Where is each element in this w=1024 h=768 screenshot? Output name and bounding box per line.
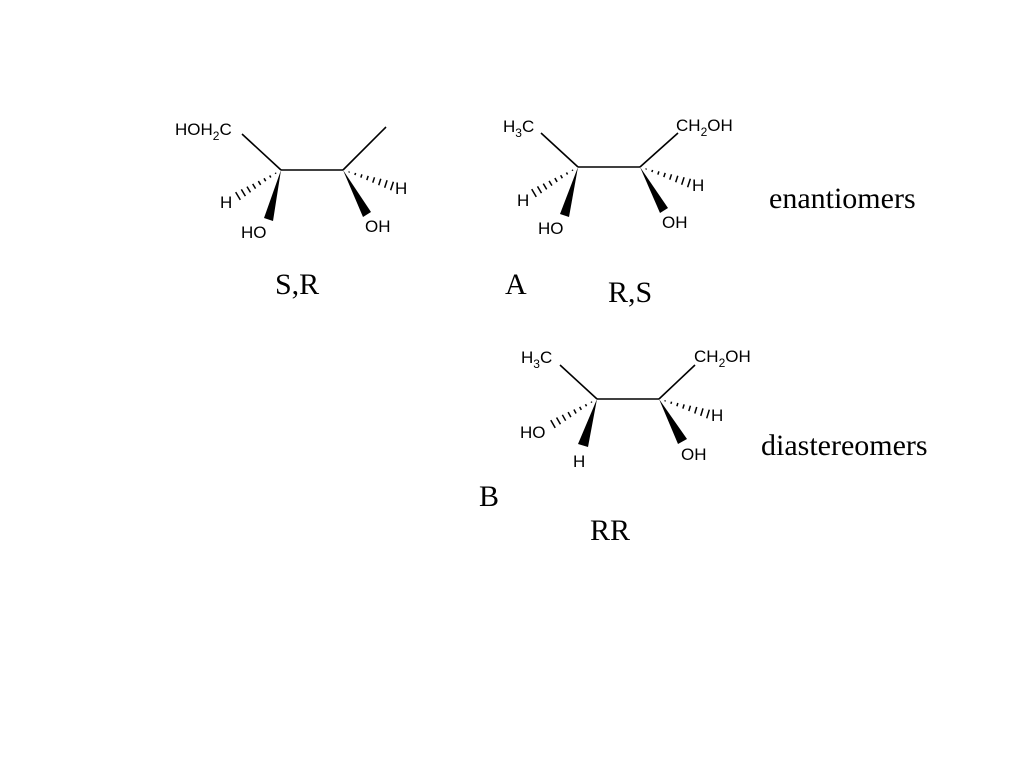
hash-stroke [674,175,679,183]
hash-stroke [554,177,558,183]
hash-stroke [257,180,262,186]
atom-oh: OH [681,445,707,464]
hash-stroke [700,408,704,417]
hash-stroke [555,417,562,425]
wedge-bond-c1-oh [264,170,281,221]
atom-h-bottom: H [573,452,585,471]
relation-diastereomers: diastereomers [761,429,928,462]
atom-h-left: H [220,193,232,212]
atom-h-right: H [395,179,407,198]
atom-hoh2c: HOH2C [175,120,232,143]
hash-stroke [548,180,553,187]
hash-stroke [360,174,363,178]
bond-c2-ch2oh [639,132,679,168]
hash-stroke [274,172,277,175]
hash-stroke [573,409,577,414]
hash-bond-c2-h [645,168,692,188]
hash-stroke [663,172,666,178]
hash-stroke [550,419,556,429]
hash-stroke [263,177,267,182]
bond-ch2oh-c1 [241,133,282,171]
label-rs: R,S [608,276,652,309]
hash-stroke [559,174,564,179]
letter-a: A [505,268,527,301]
hash-stroke [235,191,241,201]
atom-ho: HO [520,423,546,442]
hash-stroke [354,172,357,176]
hash-stroke [372,177,376,183]
atom-h3c: H3C [521,348,552,371]
hash-bond-c2-h [664,400,711,419]
hash-stroke [686,178,692,188]
atom-h-right: H [711,406,723,425]
atom-oh: OH [662,213,688,232]
wedge-bond-c1-ho [560,167,578,217]
hash-stroke [536,185,543,194]
hash-stroke [383,180,388,188]
hash-stroke [669,174,673,180]
molecule-sr: HOH2C H HO H OH S,R [175,120,407,301]
molecule-a: H3C CH2OH H HO H OH A R,S enantiomers [503,116,916,309]
molecule-b: H3C CH2OH HO H H OH B RR diastereomers [479,347,928,547]
hash-stroke [542,183,548,190]
hash-stroke [680,177,685,185]
atom-oh: OH [365,217,391,236]
wedge-bond-c1-h [578,399,597,447]
hash-stroke [531,188,537,198]
hash-bond-c1-h [531,169,574,198]
atom-ch2oh: CH2OH [676,116,733,139]
hash-stroke [651,169,654,173]
hash-stroke [269,175,272,178]
hash-stroke [676,402,679,407]
hash-bond-c2-h [348,171,395,191]
hash-stroke [240,188,247,197]
bond-h3c-c1 [559,364,598,400]
atom-h-right: H [692,176,704,195]
hash-stroke [670,401,673,405]
atom-ho: HO [538,219,564,238]
wedge-bond-c2-oh [640,167,668,213]
hash-stroke [565,172,569,175]
hash-stroke [584,403,588,407]
hash-stroke [567,411,572,418]
hash-stroke [694,406,698,414]
label-sr: S,R [275,268,319,301]
atom-ch2oh: CH2OH [694,347,751,370]
hash-stroke [246,186,252,193]
hash-stroke [688,405,692,412]
hash-stroke [682,404,685,409]
hash-stroke [571,169,574,172]
relation-enantiomers: enantiomers [769,182,916,215]
atom-h-left: H [517,191,529,210]
hash-bond-c1-ho [550,401,593,429]
hash-stroke [252,183,257,190]
label-rr: RR [590,514,630,547]
bond-c2-ch2oh [658,364,696,400]
bond-c2-methyl [342,126,387,171]
hash-stroke [366,175,369,181]
hash-stroke [377,178,382,186]
atom-ho: HO [241,223,267,242]
letter-b: B [479,480,499,513]
hash-stroke [389,181,395,191]
hash-stroke [705,409,711,419]
wedge-bond-c2-oh [343,170,371,217]
atom-h3c: H3C [503,117,534,140]
hash-bond-c1-h [235,172,277,201]
wedge-bond-c2-oh [659,399,687,444]
hash-stroke [590,401,593,403]
hash-stroke [561,414,567,422]
hash-stroke [657,171,660,175]
hash-stroke [579,406,582,411]
bond-h3c-c1 [540,132,579,168]
